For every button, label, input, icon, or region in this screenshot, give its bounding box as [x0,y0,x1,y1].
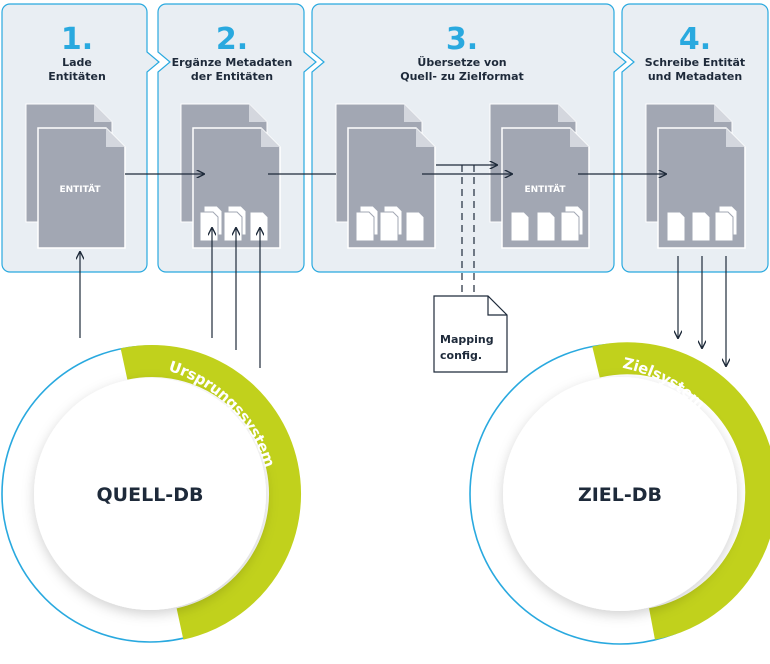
metadata-files-4 [666,205,738,242]
step-title-line: Lade [62,56,92,69]
mapping-config-document: Mapping config. [433,295,508,373]
step-title-line: Schreibe Entität [645,56,745,69]
target-db-disc [503,377,737,611]
target-db-label: ZIEL-DB [578,484,662,506]
step-title-line: der Entitäten [191,70,273,83]
step-number: 3. [446,22,478,57]
mapping-dashed-lines [461,165,475,296]
target-system: ZIEL-DB Zielsystem [469,342,770,645]
step-number: 2. [216,22,248,57]
step-title-line: Entitäten [48,70,106,83]
mapping-config-line: config. [440,349,482,362]
step-title-line: und Metadaten [648,70,742,83]
target-system-ring [592,342,770,640]
document-label: ENTITÄT [59,184,101,195]
flow-arrows [80,165,726,368]
entity-document-stack-1: ENTITÄT [25,103,126,249]
step-title-line: Quell- zu Zielformat [400,70,524,83]
metadata-files-3a [355,205,425,242]
document-label: ENTITÄT [524,184,566,195]
source-db-label: QUELL-DB [97,484,204,506]
source-system-ring [120,345,301,640]
source-db-disc [34,378,266,610]
mapping-config-line: Mapping [440,333,494,346]
step-number: 4. [679,22,711,57]
source-system: QUELL-DB Ursprungssystem [1,345,301,643]
step-number: 1. [61,22,93,57]
step-title-line: Übersetze von [417,55,506,69]
step-title-line: Ergänze Metadaten [172,56,293,69]
metadata-files-3b [510,205,584,242]
